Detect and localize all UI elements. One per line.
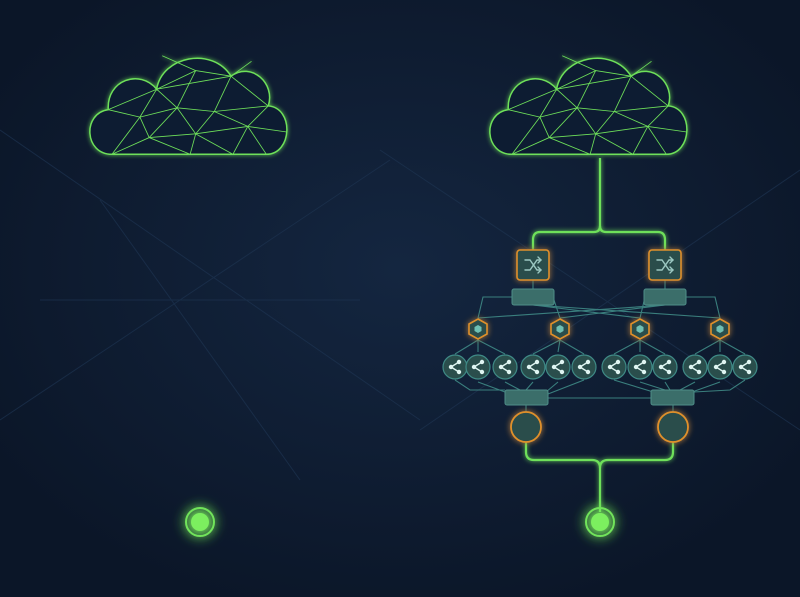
router-node-2 (648, 249, 682, 281)
core-node-1 (510, 411, 542, 443)
right-mesh-wires (454, 280, 746, 412)
hex-node-4 (710, 318, 730, 340)
right-green-links (524, 158, 675, 512)
left-endpoint-glowing-dot-icon (185, 507, 215, 537)
core-node-2 (657, 411, 689, 443)
share-icon (498, 359, 512, 375)
share-icon (471, 359, 485, 375)
hex-node-3 (630, 318, 650, 340)
share-node-8 (627, 354, 653, 380)
share-node-3 (492, 354, 518, 380)
share-icon (688, 359, 702, 375)
share-node-9 (652, 354, 678, 380)
share-icon (607, 359, 621, 375)
share-icon (738, 359, 752, 375)
share-icon (526, 359, 540, 375)
share-node-2 (465, 354, 491, 380)
share-icon (713, 359, 727, 375)
hub-bar-2 (643, 288, 687, 306)
shuffle-icon (524, 256, 542, 274)
share-node-5 (545, 354, 571, 380)
share-node-4 (520, 354, 546, 380)
share-node-6 (571, 354, 597, 380)
hex-node-2 (550, 318, 570, 340)
left-topology (89, 55, 288, 537)
share-icon (577, 359, 591, 375)
hub-bar-1 (511, 288, 555, 306)
share-icon (551, 359, 565, 375)
aggregator-bar-1 (504, 389, 549, 406)
router-node-1 (516, 249, 550, 281)
share-node-row (442, 354, 758, 380)
share-node-12 (732, 354, 758, 380)
share-icon (448, 359, 462, 375)
shuffle-icon (656, 256, 674, 274)
share-node-11 (707, 354, 733, 380)
share-node-7 (601, 354, 627, 380)
right-endpoint-glowing-dot-icon (585, 507, 615, 537)
share-node-1 (442, 354, 468, 380)
share-node-10 (682, 354, 708, 380)
share-icon (633, 359, 647, 375)
hex-node-1 (468, 318, 488, 340)
right-topology (442, 55, 758, 537)
share-icon (658, 359, 672, 375)
aggregator-bar-2 (650, 389, 695, 406)
